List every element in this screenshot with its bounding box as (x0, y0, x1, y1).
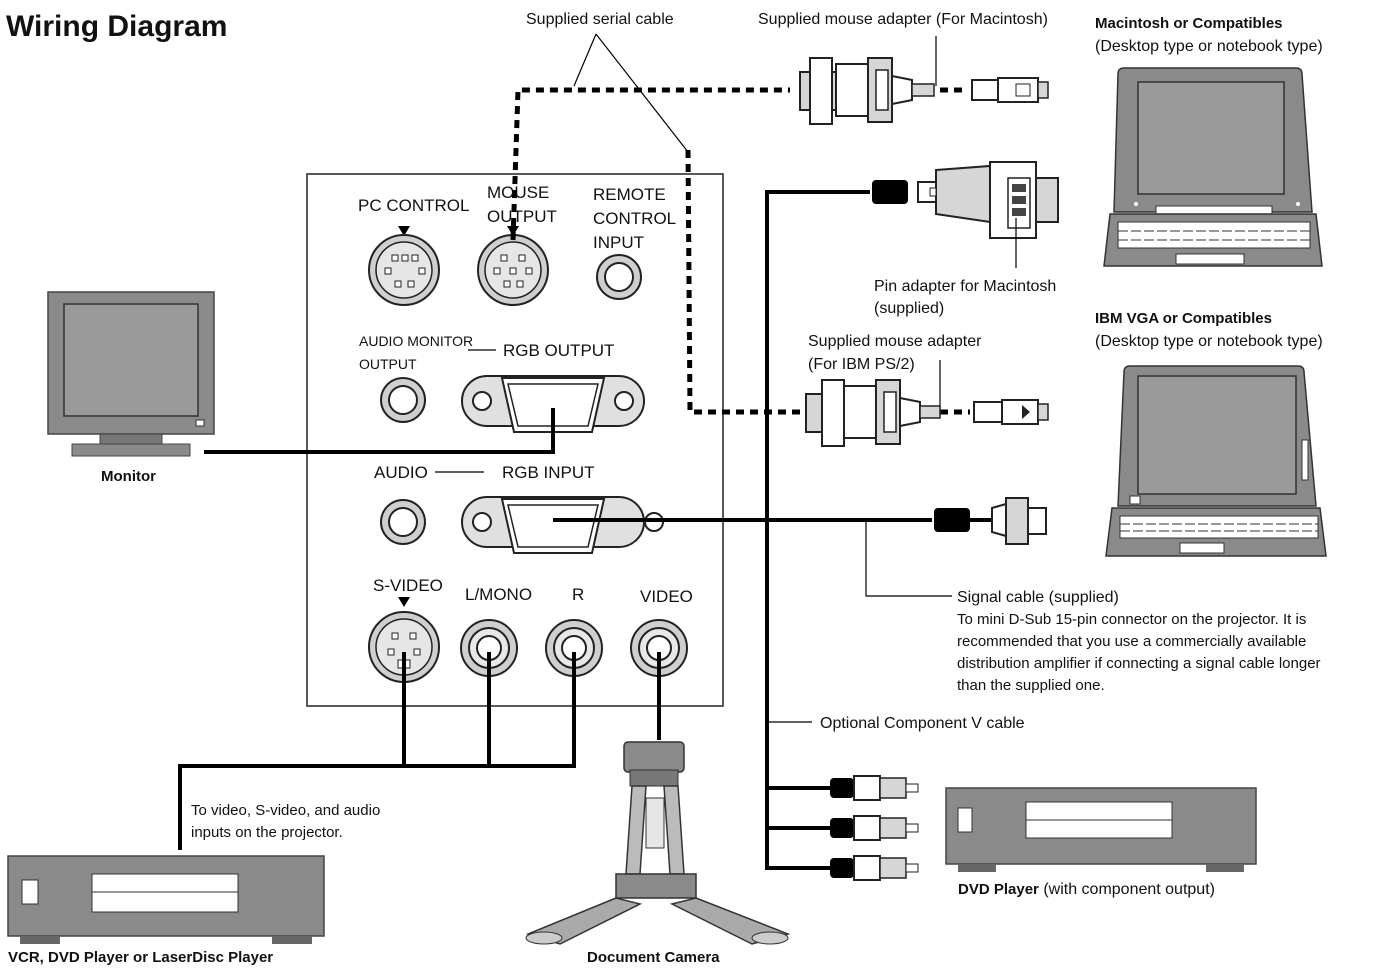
port-label-rgb-output: RGB OUTPUT (503, 341, 614, 360)
port-label-remote-2: CONTROL (593, 209, 676, 228)
mouse-ibm-label-2: (For IBM PS/2) (808, 356, 915, 373)
serial-cable-label: Supplied serial cable (526, 11, 674, 28)
mac-laptop-icon (1103, 67, 1323, 267)
mac-mouse-adapter-icon (799, 57, 935, 125)
ibm-vga-plug-icon (991, 497, 1047, 545)
port-label-mouse-output-2: OUTPUT (487, 207, 557, 226)
mac-rgb-cable (765, 190, 870, 870)
port-label-audio-monitor-1: AUDIO MONITOR (359, 333, 473, 349)
monitor-label: Monitor (101, 468, 156, 485)
vcr-cable-r (404, 652, 576, 768)
mouse-output-arrow-icon (507, 226, 519, 236)
l-mono-jack (460, 619, 518, 677)
doc-camera-label: Document Camera (587, 949, 720, 966)
mac-pin-adapter-icon (872, 161, 1059, 239)
dvd-sub: (with component output) (1039, 881, 1215, 898)
port-label-s-video: S-VIDEO (373, 576, 443, 595)
pin-adapter-label-2: (supplied) (874, 300, 944, 317)
port-label-l-mono: L/MONO (465, 585, 532, 604)
ibm-title: IBM VGA or Compatibles (1095, 310, 1272, 327)
ibm-laptop-icon (1105, 365, 1327, 557)
port-label-rgb-input: RGB INPUT (502, 463, 595, 482)
port-label-audio-monitor-2: OUTPUT (359, 356, 417, 372)
ibm-mouse-plug-icon (973, 399, 1049, 425)
video-jack (630, 619, 688, 677)
dvd-player-icon (945, 787, 1257, 872)
port-label-pc-control: PC CONTROL (358, 196, 469, 215)
rca-plug-1-icon (830, 775, 919, 801)
vcr-note-1: To video, S-video, and audio (191, 802, 380, 819)
mac-mouse-plug-icon (971, 77, 1049, 103)
port-label-r: R (572, 585, 584, 604)
monitor-cable (204, 408, 555, 454)
remote-control-jack (596, 254, 642, 300)
port-label-audio: AUDIO (374, 463, 428, 482)
ibm-sub: (Desktop type or notebook type) (1095, 333, 1323, 350)
signal-cable-label-2: To mini D-Sub 15-pin connector on the pr… (957, 611, 1306, 628)
serial-leader-2 (595, 33, 689, 153)
dvd-label: DVD Player (with component output) (958, 881, 1215, 898)
signal-cable-ferrite (934, 508, 970, 532)
port-label-remote-3: INPUT (593, 233, 644, 252)
signal-cable-leader (865, 522, 952, 597)
dvd-title: DVD Player (958, 881, 1039, 898)
port-label-remote-1: REMOTE (593, 185, 666, 204)
mouse-ibm-label-1: Supplied mouse adapter (808, 333, 982, 350)
mouse-output-jack (477, 234, 549, 306)
rca-plug-2-icon (830, 815, 919, 841)
ibm-mouse-adapter-icon (805, 379, 941, 447)
document-camera-icon (525, 741, 791, 945)
signal-cable-label-4: distribution amplifier if connecting a s… (957, 655, 1321, 672)
rgb-output-connector (461, 375, 645, 433)
audio-monitor-jack (380, 377, 426, 423)
vcr-note-2: inputs on the projector. (191, 824, 343, 841)
r-jack (545, 619, 603, 677)
component-cable-label: Optional Component V cable (820, 715, 1025, 732)
monitor-icon (47, 291, 215, 457)
s-video-arrow-icon (398, 597, 410, 607)
signal-cable-label-3: recommended that you use a commercially … (957, 633, 1306, 650)
mouse-mac-label: Supplied mouse adapter (For Macintosh) (758, 11, 1048, 28)
rca-plug-3-icon (830, 855, 919, 881)
vcr-icon (7, 855, 325, 944)
port-label-video: VIDEO (640, 587, 693, 606)
diagram-title: Wiring Diagram (6, 10, 227, 43)
vcr-cable-s-video (178, 652, 406, 850)
signal-cable-label-5: than the supplied one. (957, 677, 1105, 694)
port-label-mouse-output-1: MOUSE (487, 183, 549, 202)
pc-control-jack (368, 234, 440, 306)
mac-sub: (Desktop type or notebook type) (1095, 38, 1323, 55)
pin-adapter-label-1: Pin adapter for Macintosh (874, 278, 1056, 295)
serial-leader-1 (573, 33, 597, 87)
s-video-jack (368, 611, 440, 683)
audio-jack (380, 499, 426, 545)
vcr-label: VCR, DVD Player or LaserDisc Player (8, 949, 273, 966)
pc-control-arrow-icon (398, 226, 410, 236)
mac-title: Macintosh or Compatibles (1095, 15, 1283, 32)
signal-cable-label-1: Signal cable (supplied) (957, 589, 1119, 606)
